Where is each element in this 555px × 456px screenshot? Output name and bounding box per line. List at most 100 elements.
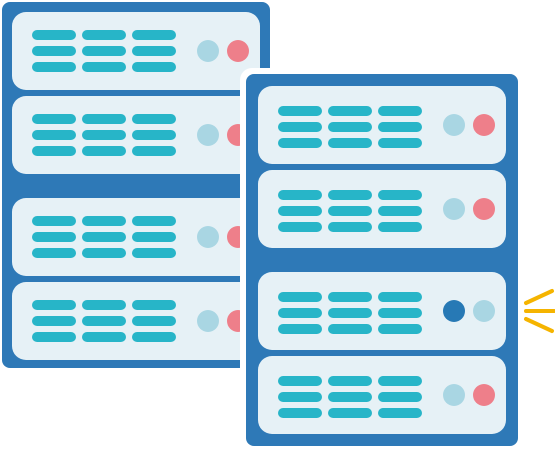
vent-slot <box>32 232 76 242</box>
server-unit <box>12 282 260 360</box>
vent-slot <box>278 122 322 132</box>
alert-light-icon <box>473 114 495 136</box>
vent-slot <box>278 206 322 216</box>
vent-slot <box>132 30 176 40</box>
vent-slot <box>328 106 372 116</box>
vent-slot <box>132 62 176 72</box>
vent-slot <box>82 62 126 72</box>
activity-signal-icon <box>524 289 555 333</box>
vent-slot <box>132 316 176 326</box>
vent-slot <box>328 292 372 302</box>
vent-slot <box>378 392 422 402</box>
server-unit <box>12 198 260 276</box>
vent-slot <box>82 46 126 56</box>
vent-slot <box>328 392 372 402</box>
activity-spark-line <box>524 317 554 333</box>
vent-slot <box>278 324 322 334</box>
vent-slot <box>32 248 76 258</box>
vent-slot <box>132 130 176 140</box>
vent-slot <box>328 376 372 386</box>
activity-spark-line <box>524 289 554 305</box>
alert-light-icon <box>473 198 495 220</box>
vent-slot <box>32 300 76 310</box>
status-light-icon <box>197 40 219 62</box>
vent-slot <box>132 146 176 156</box>
vent-slot <box>378 190 422 200</box>
front-server-rack-body <box>246 74 518 446</box>
vent-slot <box>32 30 76 40</box>
active-light-icon <box>443 300 465 322</box>
status-light-icon <box>443 384 465 406</box>
vent-slot <box>278 190 322 200</box>
vent-slot <box>328 190 372 200</box>
vent-slot <box>82 30 126 40</box>
vent-slot <box>328 308 372 318</box>
vent-slot <box>32 146 76 156</box>
vent-slot <box>328 324 372 334</box>
vent-slot <box>378 122 422 132</box>
vent-slot <box>82 216 126 226</box>
server-unit <box>258 272 506 350</box>
vent-slot <box>378 206 422 216</box>
vent-slot <box>278 292 322 302</box>
server-unit <box>12 96 260 174</box>
status-light-icon <box>197 124 219 146</box>
vent-slot <box>278 408 322 418</box>
vent-slot <box>278 222 322 232</box>
server-unit <box>258 356 506 434</box>
vent-slot <box>278 138 322 148</box>
vent-slot <box>378 292 422 302</box>
vent-slot <box>82 332 126 342</box>
vent-slot <box>378 408 422 418</box>
vent-slot <box>378 222 422 232</box>
vent-slot <box>132 114 176 124</box>
vent-slot <box>32 46 76 56</box>
vent-slot <box>378 308 422 318</box>
vent-slot <box>32 216 76 226</box>
vent-slot <box>378 106 422 116</box>
vent-slot <box>132 300 176 310</box>
vent-slot <box>328 122 372 132</box>
vent-slot <box>32 332 76 342</box>
vent-slot <box>328 222 372 232</box>
vent-slot <box>378 324 422 334</box>
status-light-icon <box>443 198 465 220</box>
vent-slot <box>328 206 372 216</box>
back-server-rack-body <box>2 2 270 368</box>
vent-slot <box>278 376 322 386</box>
alert-light-icon <box>227 40 249 62</box>
vent-slot <box>82 146 126 156</box>
status-light-icon <box>197 310 219 332</box>
vent-slot <box>82 300 126 310</box>
vent-slot <box>278 308 322 318</box>
vent-slot <box>132 232 176 242</box>
vent-slot <box>378 376 422 386</box>
vent-slot <box>32 114 76 124</box>
status-light-icon <box>443 114 465 136</box>
vent-slot <box>32 62 76 72</box>
vent-slot <box>328 408 372 418</box>
vent-slot <box>32 130 76 140</box>
vent-slot <box>278 392 322 402</box>
server-unit <box>258 170 506 248</box>
vent-slot <box>328 138 372 148</box>
vent-slot <box>132 216 176 226</box>
server-unit <box>258 86 506 164</box>
front-server-rack <box>240 68 555 452</box>
alert-light-icon <box>473 384 495 406</box>
vent-slot <box>132 248 176 258</box>
vent-slot <box>378 138 422 148</box>
vent-slot <box>278 106 322 116</box>
vent-slot <box>82 114 126 124</box>
vent-slot <box>132 332 176 342</box>
status-light-icon <box>197 226 219 248</box>
server-unit <box>12 12 260 90</box>
back-server-rack <box>0 0 276 374</box>
vent-slot <box>82 130 126 140</box>
vent-slot <box>32 316 76 326</box>
vent-slot <box>132 46 176 56</box>
vent-slot <box>82 232 126 242</box>
vent-slot <box>82 316 126 326</box>
